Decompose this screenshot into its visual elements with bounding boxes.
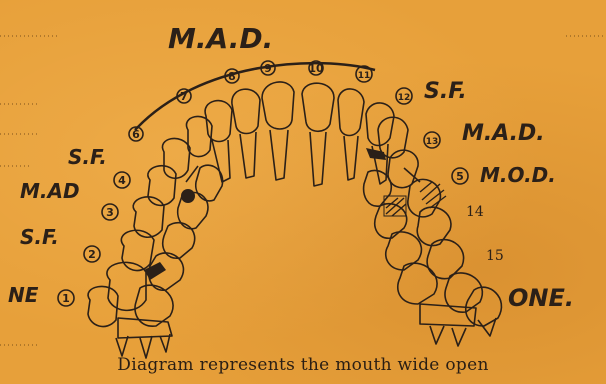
tooth-number-markers: 1 2 3 4 5 6 7 8 9 10 11 12 13 — [58, 61, 468, 306]
label-sf-upper-right: S.F. — [424, 79, 467, 104]
tooth-marker-3-text: 3 — [106, 206, 114, 219]
label-sf-upper-left: S.F. — [68, 145, 107, 169]
handwritten-labels: M.A.D. S.F. M.A.D. M.O.D. 14 15 ONE. S.F… — [8, 22, 574, 312]
tooth-marker-11-text: 11 — [358, 71, 371, 81]
label-mad-left: M.AD — [20, 179, 80, 203]
label-mad-top: M.A.D. — [168, 22, 273, 55]
tooth-marker-5: 5 — [452, 168, 468, 184]
tooth-marker-1-text: 1 — [62, 292, 70, 305]
tooth-marker-4-text: 4 — [118, 174, 126, 187]
label-14: 14 — [466, 204, 484, 220]
tooth-marker-13-text: 13 — [426, 137, 439, 147]
diagram-caption: Diagram represents the mouth wide open — [0, 355, 606, 375]
label-15: 15 — [486, 248, 504, 264]
tooth-marker-6-text: 6 — [132, 128, 140, 141]
label-sf-lower-left: S.F. — [20, 225, 59, 249]
tooth-marker-5-text: 5 — [456, 170, 464, 183]
label-one-right: ONE. — [508, 284, 574, 312]
tooth-marker-2: 2 — [84, 246, 100, 262]
label-ne-left: NE — [8, 283, 39, 307]
tooth-marker-9-text: 9 — [264, 62, 272, 75]
tooth-marker-12: 12 — [396, 88, 412, 104]
tooth-marker-12-text: 12 — [398, 93, 411, 103]
label-mad-right: M.A.D. — [462, 121, 545, 146]
tooth-marker-13: 13 — [424, 132, 440, 148]
tooth-marker-7-text: 7 — [180, 90, 188, 103]
tooth-marker-3: 3 — [102, 204, 118, 220]
tooth-marker-10: 10 — [308, 61, 324, 75]
tooth-marker-1: 1 — [58, 290, 74, 306]
tooth-marker-10-text: 10 — [308, 62, 324, 75]
label-mod-right: M.O.D. — [480, 163, 556, 187]
tooth-marker-4: 4 — [114, 172, 130, 188]
tooth-marker-2-text: 2 — [88, 248, 96, 261]
tooth-marker-8-text: 8 — [228, 70, 236, 83]
teeth-arch — [88, 82, 501, 358]
fillings — [144, 148, 446, 280]
tooth-marker-6: 6 — [129, 127, 143, 141]
